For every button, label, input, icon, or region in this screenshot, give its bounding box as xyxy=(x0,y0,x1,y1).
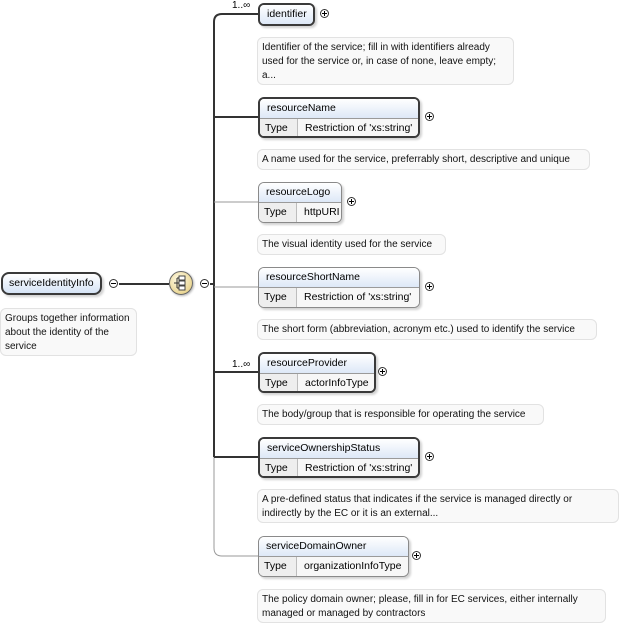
type-label: Type xyxy=(259,203,297,222)
element-serviceOwnershipStatus[interactable]: serviceOwnershipStatus Type Restriction … xyxy=(258,437,420,478)
type-label: Type xyxy=(259,557,297,576)
element-type-row: Type Restriction of 'xs:string' xyxy=(259,287,419,307)
element-type-row: Type Restriction of 'xs:string' xyxy=(260,458,418,476)
type-value: actorInfoType xyxy=(305,377,369,389)
element-resourceLogo[interactable]: resourceLogo Type httpURI xyxy=(258,182,342,223)
root-documentation: Groups together information about the id… xyxy=(0,308,137,356)
expand-icon[interactable] xyxy=(425,112,434,121)
element-resourceProvider[interactable]: resourceProvider Type actorInfoType xyxy=(258,352,376,393)
type-value: Restriction of 'xs:string' xyxy=(304,291,412,303)
type-value: organizationInfoType xyxy=(304,560,402,572)
expand-icon[interactable] xyxy=(378,367,387,376)
trunk-line xyxy=(213,13,223,457)
element-name: serviceDomainOwner xyxy=(259,537,408,556)
type-label: Type xyxy=(260,459,298,476)
expand-icon[interactable] xyxy=(425,282,434,291)
sequence-collapse-icon[interactable] xyxy=(200,279,209,288)
element-type-row: Type httpURI xyxy=(259,202,341,222)
type-value: httpURI xyxy=(304,206,340,218)
element-documentation: The short form (abbreviation, acronym et… xyxy=(257,319,597,340)
root-collapse-icon[interactable] xyxy=(109,279,118,288)
sequence-compositor-icon[interactable] xyxy=(169,271,193,295)
multiplicity-label: 1..∞ xyxy=(232,359,251,370)
element-documentation: The visual identity used for the service xyxy=(257,234,446,255)
element-type-row: Type Restriction of 'xs:string' xyxy=(260,118,418,136)
element-identifier[interactable]: identifier xyxy=(258,3,315,26)
type-label: Type xyxy=(259,288,297,307)
element-name: serviceOwnershipStatus xyxy=(260,439,418,458)
multiplicity-label: 1..∞ xyxy=(232,0,251,11)
type-value: Restriction of 'xs:string' xyxy=(305,462,413,474)
element-resourceShortName[interactable]: resourceShortName Type Restriction of 'x… xyxy=(258,267,420,308)
type-label: Type xyxy=(260,374,298,391)
element-serviceDomainOwner[interactable]: serviceDomainOwner Type organizationInfo… xyxy=(258,536,409,577)
expand-icon[interactable] xyxy=(425,452,434,461)
type-label: Type xyxy=(260,119,298,136)
element-documentation: Identifier of the service; fill in with … xyxy=(257,37,514,85)
element-type-row: Type actorInfoType xyxy=(260,373,374,391)
expand-icon[interactable] xyxy=(347,197,356,206)
trunk-line-optional xyxy=(213,457,223,557)
element-name: resourceName xyxy=(260,99,418,118)
element-name: resourceLogo xyxy=(259,183,341,202)
root-element-serviceIdentityInfo[interactable]: serviceIdentityInfo xyxy=(1,272,102,295)
element-resourceName[interactable]: resourceName Type Restriction of 'xs:str… xyxy=(258,97,420,138)
expand-icon[interactable] xyxy=(412,551,421,560)
element-name: resourceProvider xyxy=(260,354,374,373)
element-name: identifier xyxy=(260,5,313,24)
root-element-label: serviceIdentityInfo xyxy=(9,277,94,289)
element-documentation: The body/group that is responsible for o… xyxy=(257,404,544,425)
type-value: Restriction of 'xs:string' xyxy=(305,122,413,134)
element-documentation: The policy domain owner; please, fill in… xyxy=(257,589,606,623)
element-documentation: A name used for the service, preferrably… xyxy=(257,149,590,170)
element-documentation: A pre-defined status that indicates if t… xyxy=(257,489,619,523)
sequence-glyph-icon xyxy=(174,275,186,291)
expand-icon[interactable] xyxy=(320,9,329,18)
element-type-row: Type organizationInfoType xyxy=(259,556,408,576)
element-name: resourceShortName xyxy=(259,268,419,287)
